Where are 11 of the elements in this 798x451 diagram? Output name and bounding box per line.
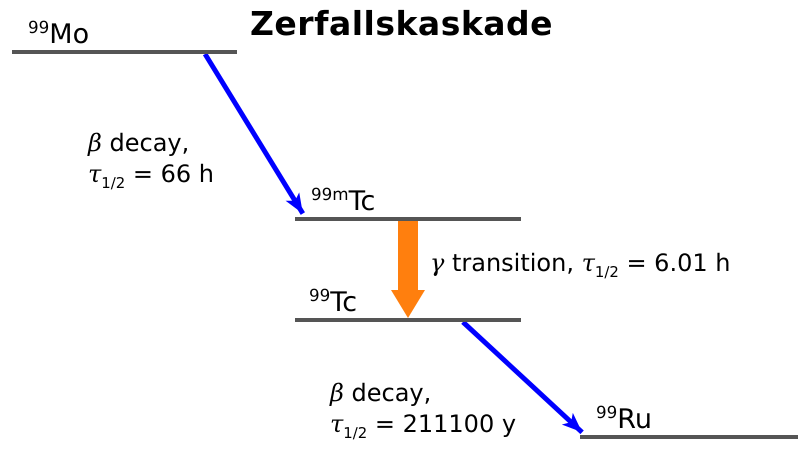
decay-arrow bbox=[202, 52, 305, 215]
diagram-title: Zerfallskaskade bbox=[250, 4, 554, 43]
edge-label: β decay, τ$_{1/2}$ = 211100 y bbox=[330, 378, 516, 444]
nuclide-label: $^{99m}$Tc bbox=[311, 185, 376, 217]
nuclide-label: $^{99}$Mo bbox=[28, 18, 90, 50]
edge-label: γ transition, τ$_{1/2}$ = 6.01 h bbox=[430, 248, 730, 282]
edge-label: β decay, τ$_{1/2}$ = 66 h bbox=[88, 128, 214, 194]
nuclide-label: $^{99}$Ru bbox=[596, 403, 652, 435]
transition-arrow bbox=[391, 221, 425, 318]
decay-arrow bbox=[461, 320, 584, 434]
nuclide-label: $^{99}$Tc bbox=[309, 286, 358, 318]
